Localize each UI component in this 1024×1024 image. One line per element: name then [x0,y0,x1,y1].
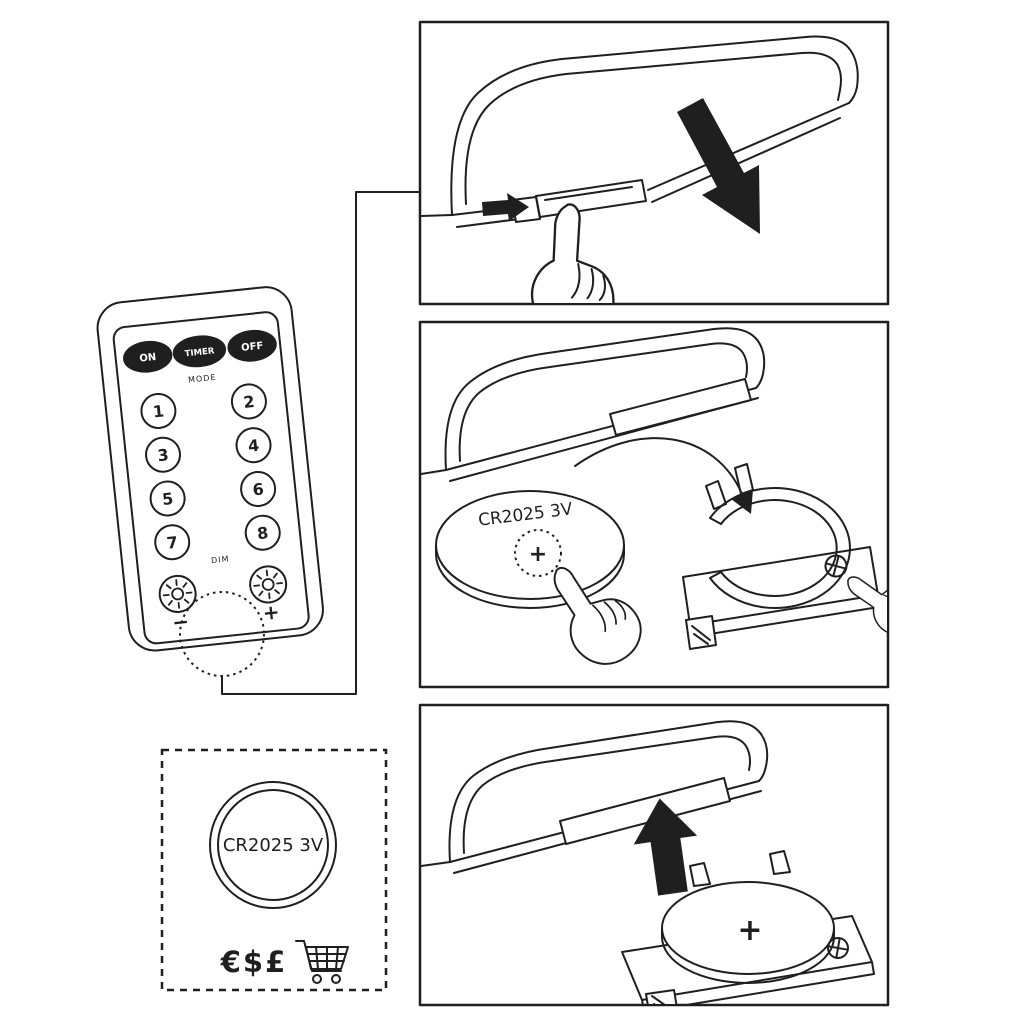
polarity-plus-label: + [529,542,547,567]
brightness-down-button [158,574,197,613]
dim-label: DIM [211,554,230,565]
arrow-right-icon [482,193,529,221]
remote-button-2: 2 [230,383,267,420]
remote-edge-line [421,861,451,867]
battery-tray [682,463,880,650]
button-4-label: 4 [247,436,260,456]
remote-corner-inner-line [462,735,751,854]
remote-edge-line [421,469,447,475]
button-1-label: 1 [152,401,165,421]
curved-arrow-head [731,489,753,514]
remote-corner-outline [448,720,769,863]
dashed-border [160,748,388,992]
on-button-label: ON [139,352,157,365]
button-5-label: 5 [161,489,174,509]
tray-slot-opening [609,378,752,436]
remote-corner-inner-line [464,51,842,205]
step-3-illustration: + [421,720,875,1004]
brightness-plus-label: + [261,599,280,625]
remote-inner-panel [112,311,310,645]
remote-control-figure: ON TIMER OFF MODE 1 2 3 4 5 6 7 8 DIM − [96,286,324,652]
battery-edge-thickness [435,544,625,609]
tray-ring-outer [709,487,851,609]
screw-icon [824,554,848,578]
button-8-label: 8 [256,523,269,543]
polarity-highlight [514,529,562,577]
timer-button-label: TIMER [184,346,215,359]
tray-ring-gap [709,517,722,579]
remote-button-5: 5 [149,480,186,517]
tray-foot-hatch [651,995,666,1004]
off-button-label: OFF [241,341,264,354]
button-7-label: 7 [166,533,179,553]
tray-base-front [641,961,875,1004]
step-1-illustration [421,35,859,303]
battery-tray-with-battery: + [621,850,875,1004]
coin-battery-icon: CR2025 3V [209,781,337,909]
step-2-illustration: CR2025 3V + [421,327,887,678]
mode-label: MODE [188,373,217,385]
remote-button-off: OFF [227,329,277,362]
remote-corner-outline [450,35,859,216]
tray-ring-inner [720,499,838,597]
battery-model-label: CR2025 3V [223,835,324,856]
button-3-label: 3 [157,445,170,465]
battery-purchase-box: CR2025 3V €$£ [160,748,388,992]
tray-prong [689,862,711,887]
tray-prong [705,480,727,510]
brightness-minus-label: − [171,609,190,635]
remote-button-3: 3 [145,436,182,473]
currency-label: €$£ [220,945,288,979]
tray-foot [645,989,678,1004]
battery-edge-thickness [661,927,835,984]
tray-prong [769,850,791,875]
arrow-down-right-icon [677,98,760,234]
remote-body [96,286,324,652]
remote-button-7: 7 [154,524,191,561]
tray-base-front [689,594,880,638]
remote-edge-line [421,214,453,217]
callout-connector-line [221,191,421,695]
remote-corner-inner-line [458,342,748,462]
brightness-up-button [249,565,288,604]
remote-button-4: 4 [235,427,272,464]
step-1-panel [418,20,890,306]
tray-prong [734,463,754,495]
remote-button-1: 1 [140,392,177,429]
tray-slot-cover [559,777,731,845]
coin-battery-icon: CR2025 3V + [435,490,625,609]
step-2-panel [418,320,890,689]
remote-button-on: ON [123,340,173,373]
remote-button-6: 6 [240,470,277,507]
remote-corner-outline [444,327,766,471]
arrow-up-icon [633,798,698,896]
curved-insert-arrow-icon [574,437,743,495]
button-2-label: 2 [242,392,255,412]
remote-button-8: 8 [244,514,281,551]
button-6-label: 6 [252,479,265,499]
shopping-cart-icon [295,940,349,984]
screw-icon [827,937,849,959]
tray-foot-hatch [691,625,711,645]
tray-tab-line [544,186,633,201]
polarity-plus-label: + [737,913,762,948]
step-3-panel [418,703,890,1007]
remote-button-timer: TIMER [172,335,227,368]
